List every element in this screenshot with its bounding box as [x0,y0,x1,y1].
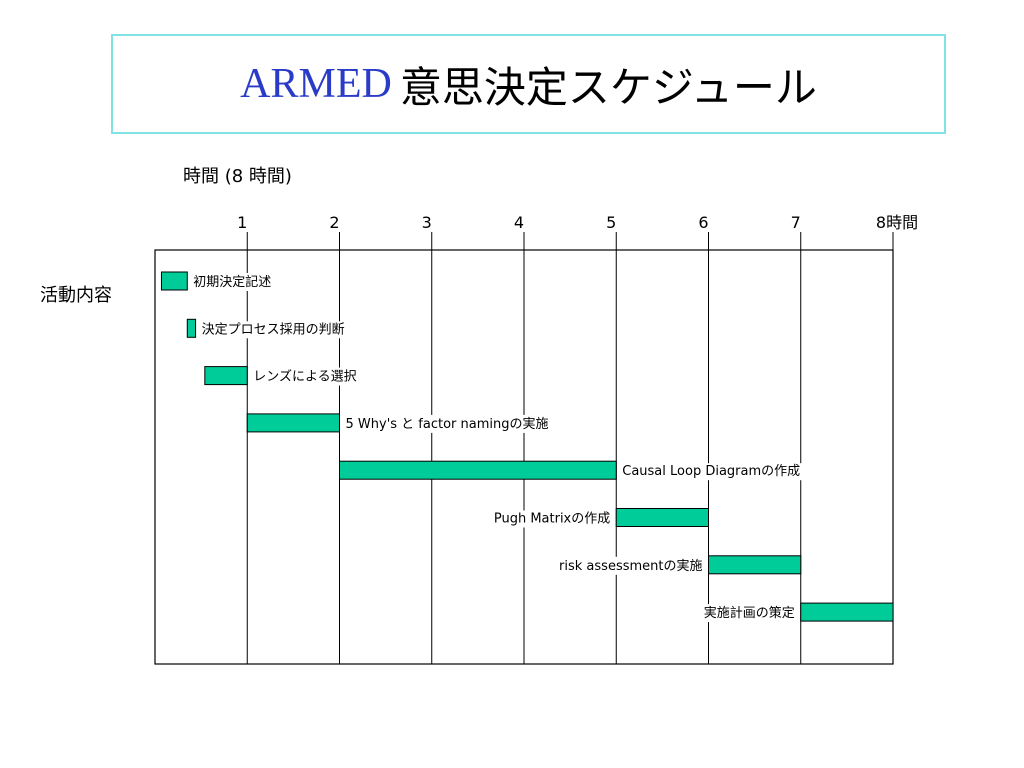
task-label-background [251,367,359,386]
task-bar [615,508,709,527]
tick-label: 1 [237,213,247,232]
task-label: Pugh Matrixの作成 [494,512,610,527]
task-bar [339,460,617,480]
task-label-background [557,556,705,575]
tick-label: 8時間 [876,213,918,232]
task-label: レンズによる選択 [253,369,356,385]
tick-label: 2 [329,213,339,232]
x-axis-title: 時間 (8 時間) [183,166,292,187]
task-label-background [620,463,803,481]
task-bar [246,413,340,433]
task-bar [800,602,894,622]
title-japanese: 意思決定スケジュール [399,62,817,112]
task-label: 決定プロセス採用の判断 [202,322,345,337]
task-bar [186,318,197,338]
title-latin: ARMED [240,61,392,107]
tick-label: 5 [606,213,616,232]
tick-label: 4 [514,213,524,232]
task-label-background [701,604,797,623]
task-label-background [199,321,347,339]
task-label: Causal Loop Diagramの作成 [622,464,800,479]
task-label: risk assessmentの実施 [559,558,702,574]
task-label-background [343,414,551,433]
task-label: 初期決定記述 [193,274,271,290]
y-axis-title: 活動内容 [40,285,112,306]
task-label: 5 Why's と factor namingの実施 [346,416,549,432]
task-bar [204,366,248,386]
title-box: ARMED 意思決定スケジュール [111,34,946,134]
task-bar [160,271,188,291]
task-label: 実施計画の策定 [704,605,795,621]
task-label-background [191,273,274,291]
task-label-background [491,510,613,528]
tick-label: 6 [698,213,708,232]
tick-label: 7 [791,213,801,232]
tick-label: 3 [422,213,432,232]
task-bar [708,555,802,575]
